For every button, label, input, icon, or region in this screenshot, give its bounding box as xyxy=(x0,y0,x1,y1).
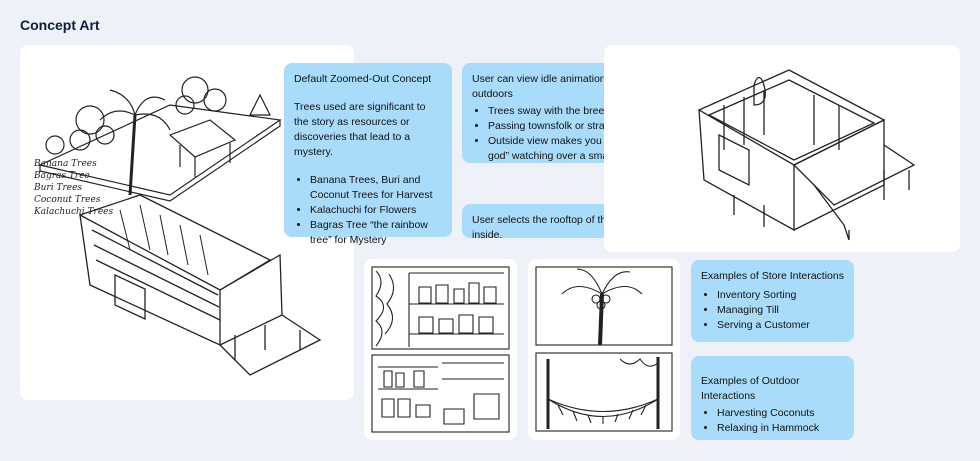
list-item: Managing Till xyxy=(717,303,844,318)
list-item: Inventory Sorting xyxy=(717,288,844,303)
note-heading: Examples of Store Interactions xyxy=(701,270,844,282)
tree-labels: Banana Trees Bagras Tree Buri Trees Coco… xyxy=(34,158,113,218)
tree-label: Buri Trees xyxy=(34,183,83,193)
list-item: Trees sway with the breeze xyxy=(488,104,673,119)
tree-label: Banana Trees xyxy=(34,159,97,169)
list-item: Relaxing in Hammock xyxy=(717,421,844,436)
note-body: Trees used are significant to the story … xyxy=(294,101,426,158)
tree-label: Kalachuchi Trees xyxy=(34,207,114,217)
store-interior-sketch xyxy=(371,266,510,433)
note-heading: Examples of Outdoor Interactions xyxy=(701,375,800,402)
list-item: Banana Trees, Buri and Coconut Trees for… xyxy=(310,173,442,203)
store-sketch-panel xyxy=(604,45,960,252)
store-sketch xyxy=(697,69,916,241)
village-sketch xyxy=(38,76,322,376)
outdoor-interactions-note: Examples of Outdoor Interactions Harvest… xyxy=(691,356,854,440)
store-interior-panel xyxy=(364,259,517,440)
list-item: Harvesting Coconuts xyxy=(717,406,844,421)
tree-label: Bagras Tree xyxy=(34,171,90,181)
list-item: Bagras Tree “the rainbow tree” for Myste… xyxy=(310,218,442,248)
tree-label: Coconut Trees xyxy=(34,195,101,205)
note-heading: Default Zoomed-Out Concept xyxy=(294,73,432,85)
outdoor-interactions-panel xyxy=(528,259,680,440)
list-item: Passing townsfolk or stray cat xyxy=(488,119,673,134)
list-item: Kalachuchi for Flowers xyxy=(310,203,442,218)
note-heading: User can view idle animations play outdo… xyxy=(472,73,634,100)
list-item: Serving a Customer xyxy=(717,318,844,333)
page-title: Concept Art xyxy=(20,17,100,33)
store-interactions-note: Examples of Store Interactions Inventory… xyxy=(691,260,854,342)
zoomed-out-concept-note: Default Zoomed-Out Concept Trees used ar… xyxy=(284,63,452,246)
outdoor-interactions-sketch xyxy=(535,266,673,432)
